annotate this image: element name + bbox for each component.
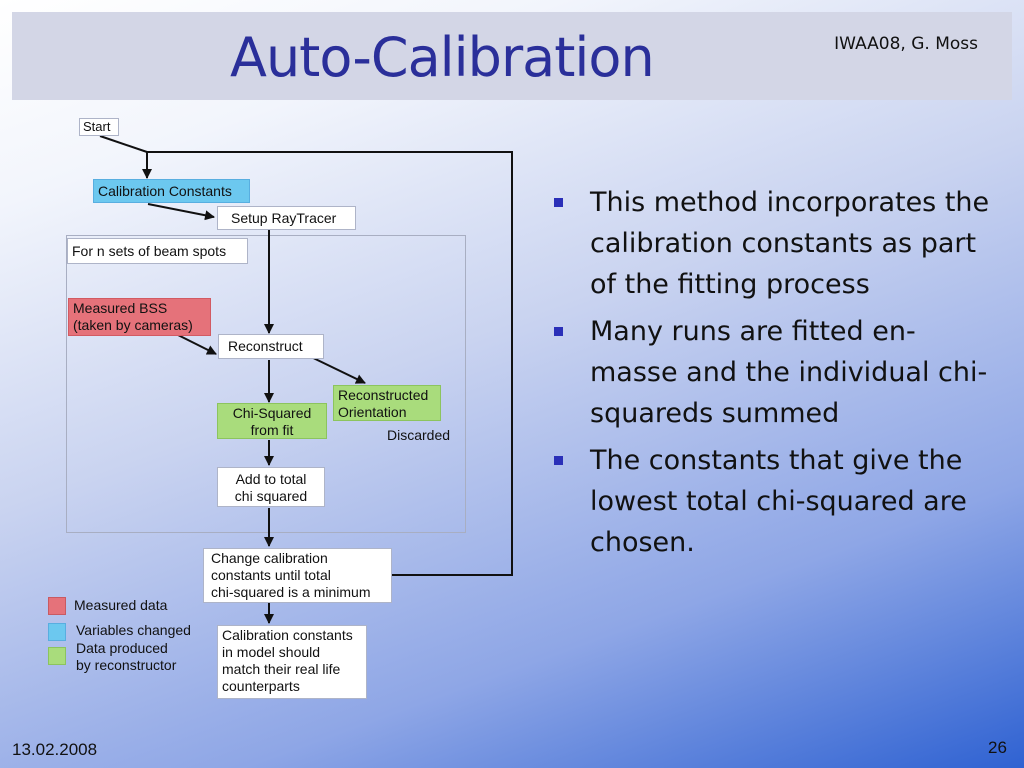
- measured-bss-line1: Measured BSS: [73, 300, 168, 316]
- chi-squared-node: Chi-Squared from fit: [217, 403, 327, 439]
- bullet-text: The constants that give the lowest total…: [590, 445, 967, 558]
- page-number: 26: [988, 738, 1007, 757]
- author-label: IWAA08, G. Moss: [834, 34, 978, 54]
- bullet-list: This method incorporates the calibration…: [552, 182, 992, 569]
- bullet-text: Many runs are fitted en-masse and the in…: [590, 316, 988, 429]
- legend-produced-line1: Data produced: [76, 640, 168, 656]
- footer-date: 13.02.2008: [12, 740, 98, 759]
- loop-label: For n sets of beam spots: [72, 243, 227, 259]
- calibration-constants-label: Calibration Constants: [98, 183, 232, 199]
- start-label: Start: [83, 119, 111, 134]
- chi-squared-line1: Chi-Squared: [232, 405, 312, 421]
- measured-bss-node: Measured BSS (taken by cameras): [68, 298, 211, 336]
- legend-variables-swatch: [48, 623, 66, 641]
- loop-label-node: For n sets of beam spots: [67, 238, 248, 264]
- reconstruct-label: Reconstruct: [228, 338, 303, 354]
- start-node: Start: [79, 118, 119, 136]
- setup-raytracer-node: Setup RayTracer: [217, 206, 356, 230]
- arrow-to-setup: [147, 203, 215, 221]
- feedback-loop-line: [147, 151, 513, 576]
- title-bar: Auto-Calibration IWAA08, G. Moss: [12, 12, 1012, 100]
- bullet-item: The constants that give the lowest total…: [552, 440, 992, 563]
- calibration-match-line1: Calibration constants: [222, 627, 353, 643]
- bullet-square-icon: [554, 198, 563, 207]
- slide-title: Auto-Calibration: [230, 26, 655, 89]
- change-calibration-line3: chi-squared is a minimum: [211, 584, 371, 600]
- change-calibration-node: Change calibration constants until total…: [203, 548, 392, 603]
- legend-measured-swatch: [48, 597, 66, 615]
- bullet-square-icon: [554, 327, 563, 336]
- change-calibration-line1: Change calibration: [211, 550, 328, 566]
- reconstructed-orientation-line2: Orientation: [338, 404, 407, 420]
- add-total-node: Add to total chi squared: [217, 467, 325, 507]
- change-calibration-line2: constants until total: [211, 567, 331, 583]
- legend-measured-label: Measured data: [74, 597, 168, 613]
- discarded-label: Discarded: [387, 427, 451, 443]
- legend-produced-label: Data produced by reconstructor: [76, 640, 176, 674]
- calibration-match-line4: counterparts: [222, 678, 300, 694]
- legend-variables-label: Variables changed: [76, 622, 191, 638]
- chi-squared-line2: from fit: [250, 422, 294, 438]
- add-total-line1: Add to total: [235, 471, 307, 487]
- bullet-item: Many runs are fitted en-masse and the in…: [552, 311, 992, 434]
- calibration-match-node: Calibration constants in model should ma…: [217, 625, 367, 699]
- calibration-constants-node: Calibration Constants: [93, 179, 250, 203]
- measured-bss-line2: (taken by cameras): [73, 317, 193, 333]
- bullet-item: This method incorporates the calibration…: [552, 182, 992, 305]
- bullet-square-icon: [554, 456, 563, 465]
- reconstructed-orientation-line1: Reconstructed: [338, 387, 429, 403]
- bullet-text: This method incorporates the calibration…: [590, 187, 990, 300]
- calibration-match-line3: match their real life: [222, 661, 341, 677]
- arrow-start: [99, 135, 148, 153]
- legend-produced-line2: by reconstructor: [76, 657, 177, 673]
- reconstructed-orientation-node: Reconstructed Orientation: [333, 385, 441, 421]
- legend-produced-swatch: [48, 647, 66, 665]
- setup-raytracer-label: Setup RayTracer: [231, 210, 337, 226]
- reconstruct-node: Reconstruct: [218, 334, 324, 359]
- add-total-line2: chi squared: [234, 488, 308, 504]
- calibration-match-line2: in model should: [222, 644, 321, 660]
- loop-frame: [66, 235, 466, 533]
